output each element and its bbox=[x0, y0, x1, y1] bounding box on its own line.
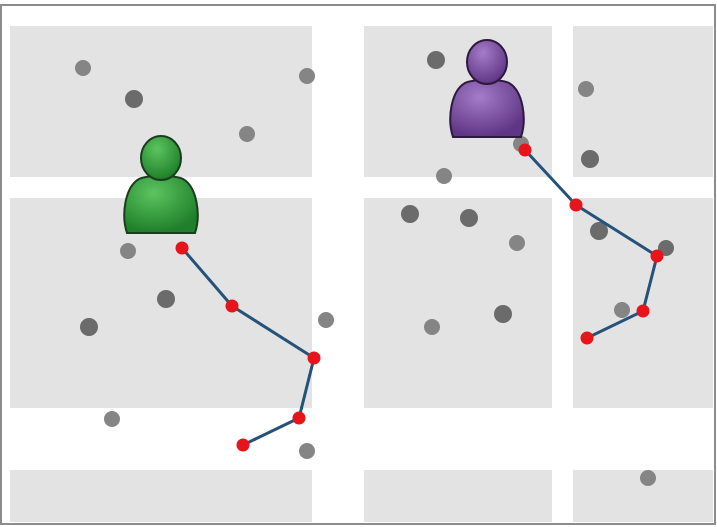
poi-dot bbox=[590, 222, 608, 240]
poi-dot bbox=[436, 168, 452, 184]
poi-dot bbox=[120, 243, 136, 259]
poi-dot bbox=[75, 60, 91, 76]
person-icon bbox=[123, 135, 199, 234]
poi-dot bbox=[578, 81, 594, 97]
route-point bbox=[580, 331, 594, 345]
city-block bbox=[364, 470, 552, 522]
person-body bbox=[123, 175, 199, 234]
person-head bbox=[140, 135, 182, 181]
points-of-interest bbox=[75, 51, 674, 486]
poi-dot bbox=[299, 443, 315, 459]
route-point bbox=[292, 411, 306, 425]
poi-dot bbox=[239, 126, 255, 142]
poi-dot bbox=[509, 235, 525, 251]
city-block bbox=[10, 470, 312, 522]
route-point bbox=[569, 198, 583, 212]
city-blocks bbox=[10, 26, 713, 522]
poi-dot bbox=[614, 302, 630, 318]
route-point bbox=[518, 143, 532, 157]
poi-dot bbox=[318, 312, 334, 328]
poi-dot bbox=[104, 411, 120, 427]
route-point bbox=[650, 249, 664, 263]
person-icon bbox=[449, 39, 525, 138]
route-point bbox=[636, 304, 650, 318]
city-block bbox=[573, 26, 713, 177]
poi-dot bbox=[424, 319, 440, 335]
person-head bbox=[466, 39, 508, 85]
poi-dot bbox=[640, 470, 656, 486]
poi-dot bbox=[494, 305, 512, 323]
route-purple bbox=[518, 143, 664, 345]
route-point bbox=[307, 351, 321, 365]
person-body bbox=[449, 79, 525, 138]
poi-dot bbox=[299, 68, 315, 84]
poi-dot bbox=[125, 90, 143, 108]
poi-dot bbox=[460, 209, 478, 227]
city-block bbox=[364, 198, 552, 408]
route-point bbox=[225, 299, 239, 313]
poi-dot bbox=[401, 205, 419, 223]
poi-dot bbox=[157, 290, 175, 308]
route-green bbox=[175, 241, 321, 452]
route-point bbox=[175, 241, 189, 255]
poi-dot bbox=[427, 51, 445, 69]
route-point bbox=[236, 438, 250, 452]
poi-dot bbox=[581, 150, 599, 168]
poi-dot bbox=[80, 318, 98, 336]
